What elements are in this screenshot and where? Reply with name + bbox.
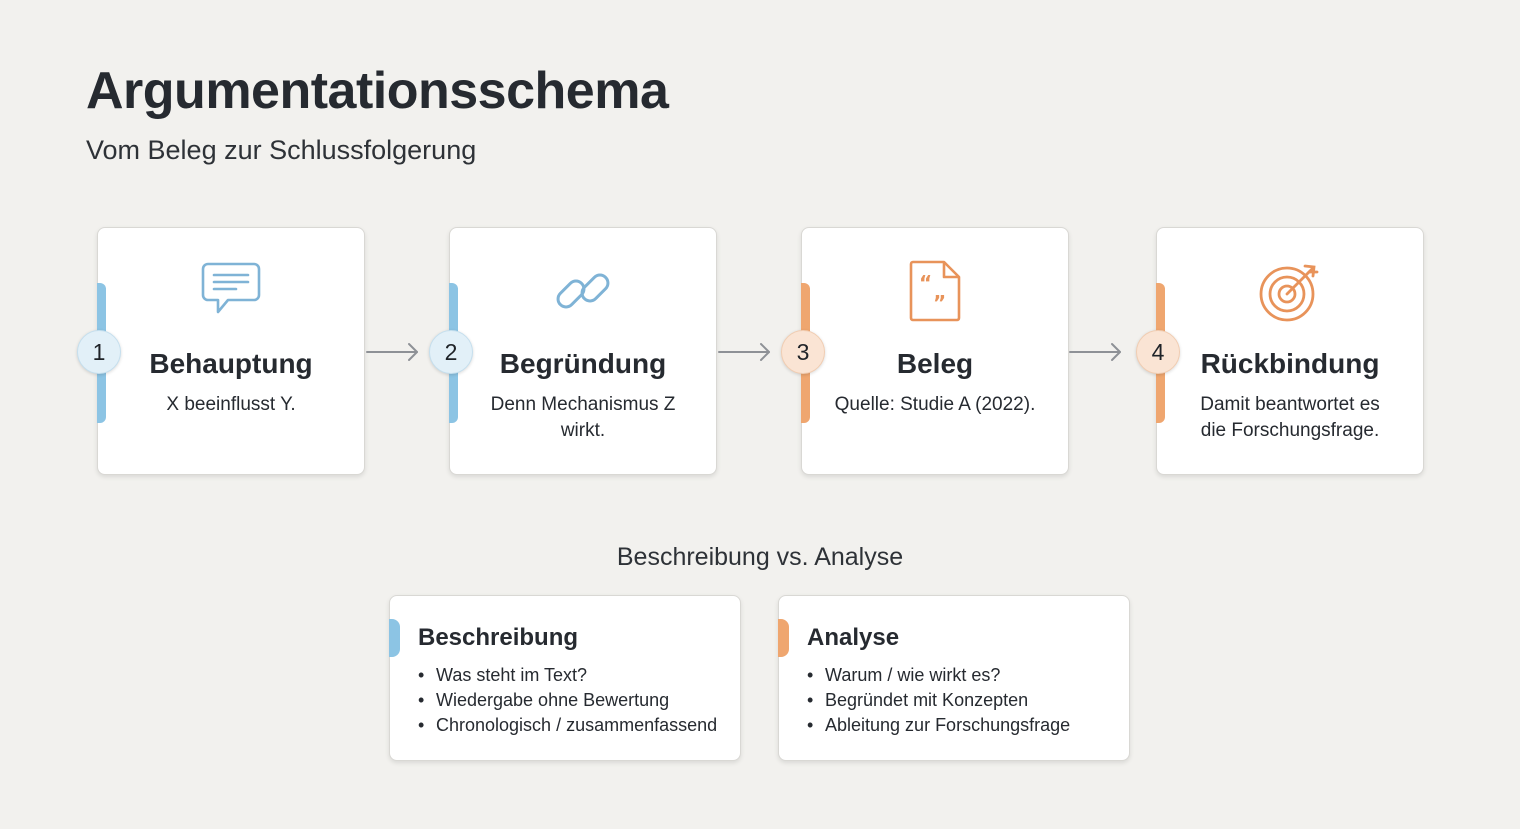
step-title: Begründung: [499, 348, 667, 379]
step-number-badge: 2: [429, 330, 473, 374]
page-title: Argumentationsschema: [86, 62, 669, 120]
page-subtitle: Vom Beleg zur Schlussfolgerung: [86, 135, 477, 165]
step-card-rueckbindung: Rückbindung Damit beantwortet es die For…: [1156, 227, 1424, 475]
comparison-card-analyse: Analyse Warum / wie wirkt es? Begründet …: [778, 595, 1130, 761]
step-text: Damit beantwortet es die Forschungsfrage…: [1200, 394, 1380, 441]
comparison-accent-bar: [389, 619, 400, 657]
comparison-title: Beschreibung: [418, 624, 579, 651]
list-item: Wiedergabe ohne Bewertung: [418, 688, 717, 713]
list-item: Was steht im Text?: [418, 663, 717, 688]
list-item: Warum / wie wirkt es?: [807, 663, 1070, 688]
flow-arrow-icon: [718, 341, 772, 363]
step-text: Quelle: Studie A (2022).: [834, 394, 1036, 415]
target-arrow-icon: [1257, 258, 1323, 324]
quote-document-icon: “ ”: [902, 258, 968, 324]
svg-text:”: ”: [933, 291, 946, 315]
step-card-behauptung: Behauptung X beeinflusst Y.: [97, 227, 365, 475]
step-card-begruendung: Begründung Denn Mechanismus Z wirkt.: [449, 227, 717, 475]
step-number-badge: 3: [781, 330, 825, 374]
comparison-list: Was steht im Text? Wiedergabe ohne Bewer…: [418, 663, 717, 738]
step-text: Denn Mechanismus Z wirkt.: [490, 394, 676, 441]
step-text: X beeinflusst Y.: [166, 394, 296, 415]
comparison-accent-bar: [778, 619, 789, 657]
flow-arrow-icon: [366, 341, 420, 363]
list-item: Begründet mit Konzepten: [807, 688, 1070, 713]
speech-bubble-icon: [198, 258, 264, 324]
comparison-list: Warum / wie wirkt es? Begründet mit Konz…: [807, 663, 1070, 738]
list-item: Ableitung zur Forschungsfrage: [807, 713, 1070, 738]
step-card-beleg: “ ” Beleg Quelle: Studie A (2022).: [801, 227, 1069, 475]
list-item: Chronologisch / zusammenfassend: [418, 713, 717, 738]
flow-arrow-icon: [1069, 341, 1123, 363]
svg-text:“: “: [919, 271, 932, 295]
step-title: Behauptung: [149, 348, 313, 379]
step-number-badge: 4: [1136, 330, 1180, 374]
comparison-heading: Beschreibung vs. Analyse: [616, 543, 904, 571]
step-title: Beleg: [896, 348, 974, 379]
step-title: Rückbindung: [1200, 348, 1380, 379]
chain-link-icon: [550, 258, 616, 324]
comparison-title: Analyse: [807, 624, 900, 651]
comparison-card-beschreibung: Beschreibung Was steht im Text? Wiederga…: [389, 595, 741, 761]
step-number-badge: 1: [77, 330, 121, 374]
